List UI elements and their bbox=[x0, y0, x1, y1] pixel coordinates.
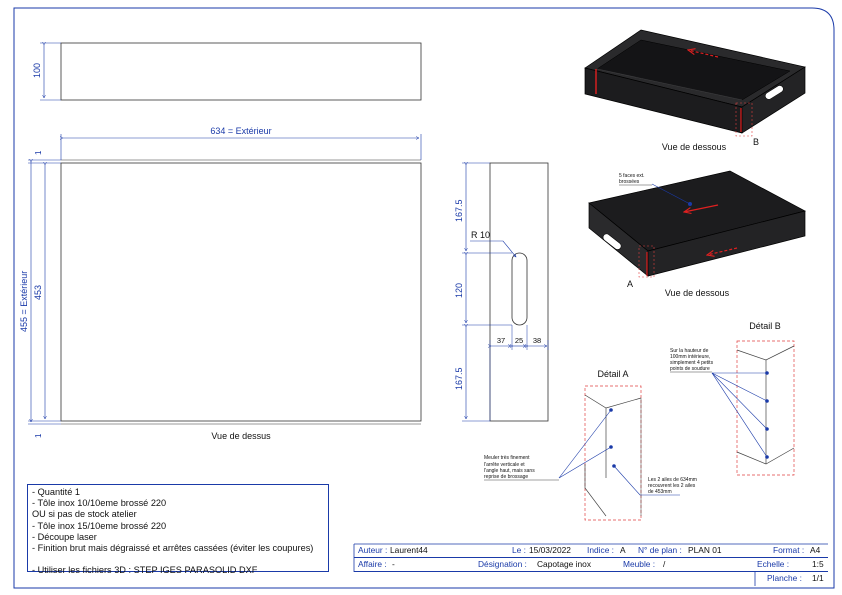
dim-slot-top: 167.5 bbox=[454, 199, 464, 222]
bottom-view-1-label: Vue de dessous bbox=[662, 142, 727, 152]
dim-slot-right: 38 bbox=[533, 336, 541, 345]
meuble-label: Meuble : bbox=[623, 559, 656, 569]
top-view-label: Vue de dessus bbox=[211, 431, 271, 441]
detail-b-frame bbox=[736, 340, 795, 476]
dim-depth-inner: 453 bbox=[33, 285, 43, 300]
detail-b-label: Détail B bbox=[749, 321, 781, 331]
iso-view-bottom-2 bbox=[588, 170, 806, 278]
dim-slot-width: 25 bbox=[515, 336, 523, 345]
iso-view-bottom-1 bbox=[584, 29, 806, 137]
detail-a-drawing bbox=[558, 394, 680, 517]
note-line: - Tôle inox 10/10eme brossé 220 bbox=[32, 498, 167, 509]
detail-a-note2-1: Les 2 ailes de 634mm bbox=[648, 477, 697, 483]
format-value: A4 bbox=[810, 545, 821, 555]
detail-b-note-2: 100mm intérieure, bbox=[670, 354, 710, 360]
detail-a-note2-3: de 453mm bbox=[648, 489, 672, 495]
dim-height-100: 100 bbox=[32, 63, 42, 78]
planche-value: 1/1 bbox=[812, 573, 824, 583]
le-value: 15/03/2022 bbox=[529, 545, 571, 555]
handle-slot bbox=[511, 252, 528, 326]
detail-a-note2-2: recouvrent les 2 ailes bbox=[648, 483, 696, 489]
indice-value: A bbox=[620, 545, 626, 555]
affaire-label: Affaire : bbox=[358, 559, 387, 569]
echelle-label: Echelle : bbox=[757, 559, 790, 569]
dim-slot-bottom: 167.5 bbox=[454, 367, 464, 390]
dim-edge-top: 1 bbox=[34, 150, 43, 155]
meuble-value: / bbox=[663, 559, 666, 569]
affaire-value: - bbox=[392, 559, 395, 569]
format-label: Format : bbox=[773, 545, 805, 555]
side-view-outline bbox=[489, 162, 549, 422]
detail-a-note-4: reprise de brossage bbox=[484, 474, 528, 480]
top-view-outline bbox=[60, 162, 422, 422]
detail-a-label: Détail A bbox=[597, 369, 628, 379]
auteur-label: Auteur : bbox=[358, 545, 388, 555]
title-block-row-1: Auteur : Laurent44 Le : 15/03/2022 Indic… bbox=[354, 544, 828, 558]
detail-b-drawing bbox=[711, 345, 795, 465]
faces-note-line-1: 5 faces ext. bbox=[619, 173, 645, 179]
planche-label: Planche : bbox=[767, 573, 802, 583]
title-block-row-3: Planche : 1/1 bbox=[755, 572, 828, 585]
marker-a: A bbox=[627, 279, 633, 289]
le-label: Le : bbox=[512, 545, 526, 555]
indice-label: Indice : bbox=[587, 545, 615, 555]
front-view-outline bbox=[60, 42, 422, 101]
designation-value: Capotage inox bbox=[537, 559, 592, 569]
plan-value: PLAN 01 bbox=[688, 545, 722, 555]
note-line: - Découpe laser bbox=[32, 531, 97, 542]
dim-slot-radius: R 10 bbox=[471, 230, 490, 240]
dim-edge-bottom: 1 bbox=[34, 433, 43, 438]
title-block: Auteur : Laurent44 Le : 15/03/2022 Indic… bbox=[354, 544, 828, 586]
bottom-view-2-label: Vue de dessous bbox=[665, 288, 730, 298]
detail-a-note-2: l'arrête verticale et bbox=[484, 462, 525, 468]
note-line: - Finition brut mais dégraissé et arrête… bbox=[32, 543, 314, 554]
detail-b-note-1: Sur la hauteur de bbox=[670, 348, 709, 354]
plan-label: N° de plan : bbox=[638, 545, 682, 555]
note-line bbox=[32, 554, 324, 565]
marker-b: B bbox=[753, 137, 759, 147]
dim-width-outer: 634 = Extérieur bbox=[210, 126, 271, 136]
dim-depth-outer: 455 = Extérieur bbox=[19, 271, 29, 332]
fabrication-notes: - Quantité 1 - Tôle inox 10/10eme brossé… bbox=[27, 484, 329, 575]
note-line: - Quantité 1 bbox=[32, 487, 81, 497]
dim-slot-left: 37 bbox=[497, 336, 505, 345]
sheet-frame bbox=[13, 7, 835, 589]
faces-note-line-2: brossées bbox=[619, 179, 640, 185]
note-line: - Tôle inox 15/10eme brossé 220 bbox=[32, 520, 167, 531]
detail-a-note-1: Meuler très finement bbox=[484, 455, 530, 461]
note-line: OU si pas de stock atelier bbox=[32, 509, 137, 520]
detail-b-note-3: simplement 4 petits bbox=[670, 360, 714, 366]
detail-a-note-3: l'angle haut, mais sans bbox=[484, 468, 535, 474]
auteur-value: Laurent44 bbox=[390, 545, 428, 555]
detail-b-note-4: points de soudure bbox=[670, 366, 710, 372]
dim-slot-length: 120 bbox=[454, 283, 464, 298]
echelle-value: 1:5 bbox=[812, 559, 824, 569]
designation-label: Désignation : bbox=[478, 559, 527, 569]
note-line: - Utiliser les fichiers 3D : STEP IGES P… bbox=[32, 565, 258, 576]
title-block-row-2: Affaire : - Désignation : Capotage inox … bbox=[354, 558, 828, 572]
